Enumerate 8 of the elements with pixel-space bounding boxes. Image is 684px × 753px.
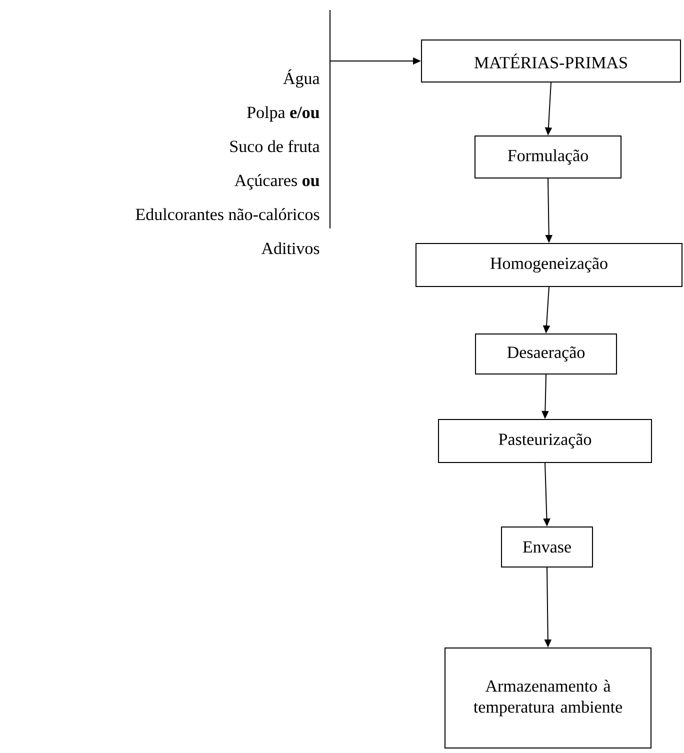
process-box: Envase [501, 526, 593, 568]
ingredient-list: Água Polpa e/ou Suco de fruta Açúcares ou Edulcorantes não-calóricos Aditivos [136, 10, 330, 254]
process-box: Desaeração [475, 334, 617, 374]
process-box: Pasteurização [438, 419, 652, 463]
process-box: Formulação [474, 136, 622, 178]
process-box: Homogeneização [416, 243, 682, 287]
process-box: Armazenamento à temperatura ambiente [444, 648, 652, 748]
process-box: MATÉRIAS-PRIMAS [421, 40, 681, 82]
